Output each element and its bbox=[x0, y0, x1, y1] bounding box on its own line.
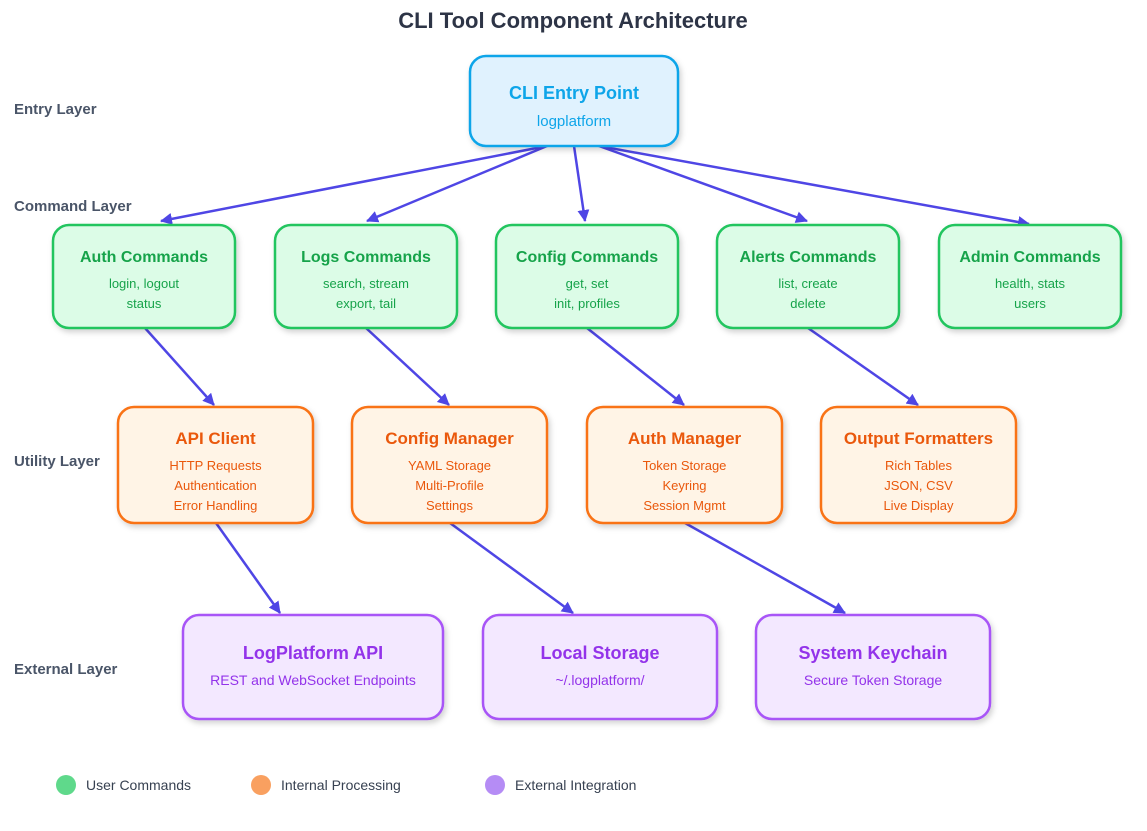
legend-swatch bbox=[485, 775, 505, 795]
node-box bbox=[585, 405, 784, 525]
node-detail-line: Authentication bbox=[174, 478, 256, 493]
arrow-logs_cmd-to-config_mgr bbox=[365, 327, 450, 406]
node-detail-line: ~/.logplatform/ bbox=[555, 672, 644, 688]
arrow-auth_mgr-to-keychain bbox=[684, 521, 846, 615]
node-detail-line: Session Mgmt bbox=[643, 498, 726, 513]
node-lp-api: LogPlatform API REST and WebSocket Endpoi… bbox=[181, 613, 445, 721]
arrow-config_cmd-to-auth_mgr bbox=[586, 327, 685, 406]
diagram-title: CLI Tool Component Architecture bbox=[398, 8, 748, 33]
legend-item-user-commands: User Commands bbox=[56, 775, 191, 795]
node-logs-cmd: Logs Commands search, stream export, tail bbox=[273, 223, 459, 330]
node-alerts-cmd: Alerts Commands list, create delete bbox=[715, 223, 901, 330]
node-box bbox=[51, 223, 237, 330]
legend-label: Internal Processing bbox=[281, 777, 401, 793]
legend-swatch bbox=[56, 775, 76, 795]
legend-label: User Commands bbox=[86, 777, 191, 793]
arrow-auth_cmd-to-api_client bbox=[144, 327, 215, 406]
arrow-cli-to-logs_cmd bbox=[366, 144, 548, 223]
arrow-cli-to-alerts_cmd bbox=[598, 144, 808, 223]
node-title: Auth Commands bbox=[80, 249, 208, 266]
legend-item-internal-processing: Internal Processing bbox=[251, 775, 401, 795]
arrow-config_mgr-to-local_storage bbox=[449, 521, 574, 615]
node-detail-line: status bbox=[127, 296, 162, 311]
node-detail-line: users bbox=[1014, 296, 1046, 311]
layer-label-utility: Utility Layer bbox=[14, 453, 100, 470]
legend-label: External Integration bbox=[515, 777, 636, 793]
node-title: Output Formatters bbox=[844, 429, 993, 448]
node-box bbox=[273, 223, 459, 330]
node-box bbox=[481, 613, 719, 721]
node-detail-line: init, profiles bbox=[554, 296, 620, 311]
node-box bbox=[181, 613, 445, 721]
node-title: CLI Entry Point bbox=[509, 83, 639, 103]
node-title: Admin Commands bbox=[959, 249, 1100, 266]
node-detail-line: JSON, CSV bbox=[884, 478, 953, 493]
node-detail-line: Error Handling bbox=[174, 498, 258, 513]
layer-label-command: Command Layer bbox=[14, 198, 132, 215]
node-detail-line: list, create bbox=[778, 276, 837, 291]
node-title: Config Commands bbox=[516, 249, 658, 266]
node-detail-line: search, stream bbox=[323, 276, 409, 291]
node-detail-line: logplatform bbox=[537, 113, 611, 130]
legend: User Commands Internal Processing External… bbox=[56, 775, 636, 795]
node-box bbox=[937, 223, 1123, 330]
node-title: LogPlatform API bbox=[243, 643, 383, 663]
node-detail-line: delete bbox=[790, 296, 825, 311]
legend-item-external-integration: External Integration bbox=[485, 775, 636, 795]
layer-label-external: External Layer bbox=[14, 661, 118, 678]
node-box bbox=[819, 405, 1018, 525]
arrow-cli-to-auth_cmd bbox=[160, 144, 548, 225]
arrow-alerts_cmd-to-output_fmt bbox=[807, 326, 919, 407]
node-title: System Keychain bbox=[798, 643, 947, 663]
node-detail-line: Live Display bbox=[883, 498, 954, 513]
arrow-cli-to-config_cmd bbox=[572, 145, 590, 222]
node-box bbox=[494, 223, 680, 330]
node-title: Config Manager bbox=[385, 429, 514, 448]
node-detail-line: Rich Tables bbox=[885, 458, 952, 473]
node-title: Local Storage bbox=[540, 643, 659, 663]
node-box bbox=[350, 405, 549, 525]
node-detail-line: Keyring bbox=[662, 478, 706, 493]
arrow-api_client-to-lp_api bbox=[214, 522, 282, 614]
node-cli: CLI Entry Point logplatform bbox=[468, 54, 680, 148]
node-admin-cmd: Admin Commands health, stats users bbox=[937, 223, 1123, 330]
node-box bbox=[715, 223, 901, 330]
node-box bbox=[754, 613, 992, 721]
node-auth-cmd: Auth Commands login, logout status bbox=[51, 223, 237, 330]
node-config-cmd: Config Commands get, set init, profiles bbox=[494, 223, 680, 330]
node-box bbox=[116, 405, 315, 525]
layer-label-entry: Entry Layer bbox=[14, 101, 97, 118]
node-detail-line: Token Storage bbox=[643, 458, 727, 473]
node-detail-line: Multi-Profile bbox=[415, 478, 484, 493]
node-detail-line: HTTP Requests bbox=[169, 458, 262, 473]
arrow-cli-to-admin_cmd bbox=[598, 144, 1030, 228]
node-title: Logs Commands bbox=[301, 249, 431, 266]
node-detail-line: login, logout bbox=[109, 276, 179, 291]
node-box bbox=[468, 54, 680, 148]
node-local-storage: Local Storage ~/.logplatform/ bbox=[481, 613, 719, 721]
node-detail-line: YAML Storage bbox=[408, 458, 491, 473]
node-title: Auth Manager bbox=[628, 429, 742, 448]
node-detail-line: REST and WebSocket Endpoints bbox=[210, 672, 416, 688]
node-detail-line: get, set bbox=[566, 276, 609, 291]
node-title: API Client bbox=[175, 429, 256, 448]
node-detail-line: export, tail bbox=[336, 296, 396, 311]
legend-swatch bbox=[251, 775, 271, 795]
connections bbox=[144, 144, 1030, 615]
node-detail-line: Settings bbox=[426, 498, 473, 513]
node-title: Alerts Commands bbox=[740, 249, 877, 266]
node-detail-line: Secure Token Storage bbox=[804, 672, 942, 688]
node-detail-line: health, stats bbox=[995, 276, 1066, 291]
